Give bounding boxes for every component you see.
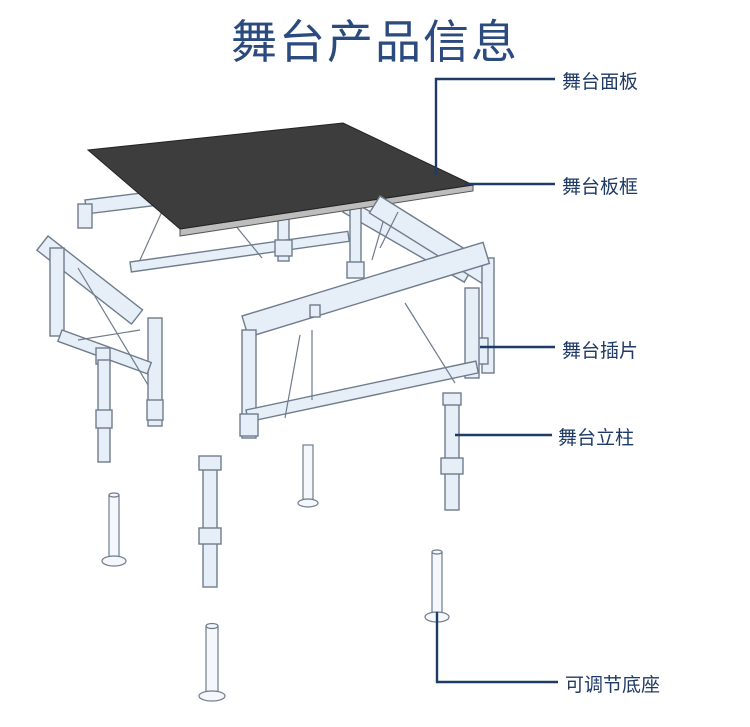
right-front-leg	[440, 392, 464, 511]
left-front-leg	[95, 359, 113, 463]
left-side-frame	[35, 235, 164, 427]
base-front-center	[198, 622, 226, 702]
front-center-frame	[239, 241, 491, 439]
callout-label-insert: 舞台插片	[562, 340, 639, 362]
page-title: 舞台产品信息	[231, 15, 519, 69]
base-back-center	[297, 444, 319, 508]
stage-panel	[86, 122, 475, 237]
base-left	[101, 492, 127, 567]
callout-label-base: 可调节底座	[565, 674, 661, 696]
base-right	[424, 549, 450, 623]
callout-label-leg: 舞台立柱	[558, 427, 635, 449]
callout-label-panel: 舞台面板	[562, 71, 639, 93]
callout-label-frame: 舞台板框	[562, 176, 639, 198]
center-leg	[198, 455, 222, 588]
leader-line-base	[435, 612, 558, 684]
leader-line-panel	[434, 77, 555, 175]
